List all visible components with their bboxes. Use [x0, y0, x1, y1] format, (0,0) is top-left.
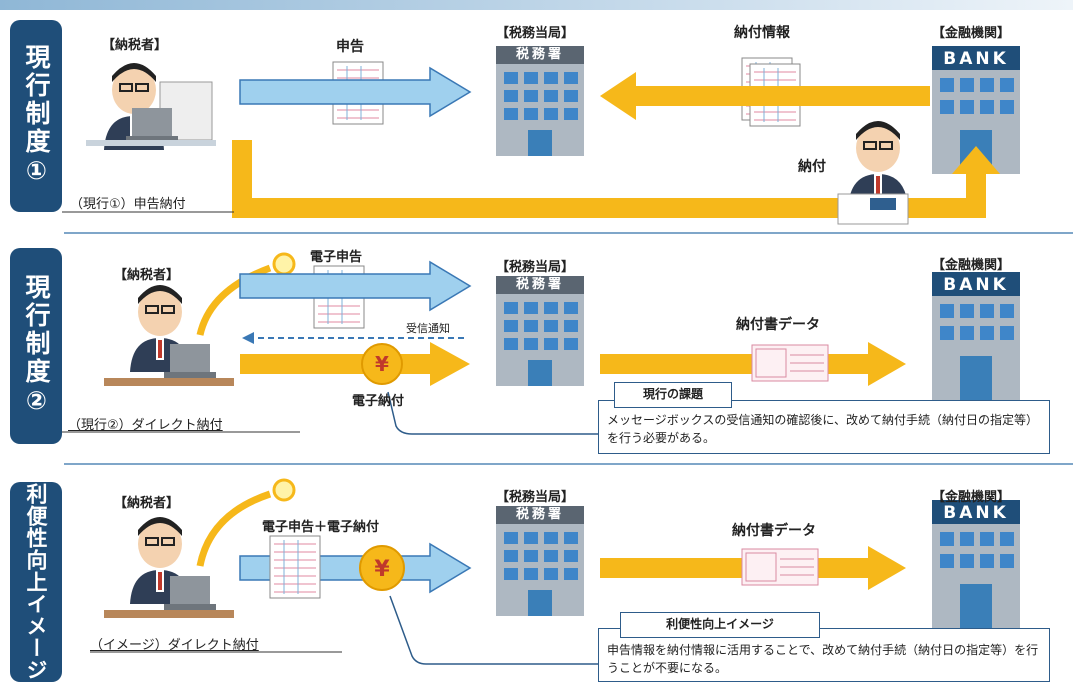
signal-burst-icon [272, 478, 296, 502]
callout-line [389, 595, 600, 665]
filing-label: 申告 [336, 39, 364, 55]
upload-curve [196, 490, 272, 567]
bank-org-label: 【金融機関】 [932, 490, 1011, 505]
taxpayer-illustration [86, 62, 216, 151]
bank-sign: BANK [943, 503, 1009, 523]
upload-curve [196, 264, 272, 336]
e-filing-label: 電子申告 [310, 250, 363, 265]
improvement-note-box: 申告情報を納付情報に活用することで、改めて納付手続（納付日の指定等）を行うことが… [598, 628, 1050, 682]
side-tab-current-1: 現行制度① [10, 20, 62, 212]
payment-data-label: 納付書データ [736, 317, 820, 333]
payment-info-arrow [600, 72, 930, 120]
authority-label: 【税務当局】 [496, 490, 575, 505]
top-banner [0, 0, 1073, 10]
section-divider [64, 232, 1073, 234]
side-tab-current-2: 現行制度② [10, 248, 62, 444]
section-divider [64, 463, 1073, 465]
e-payment-arrow [240, 342, 470, 386]
payment-data-label: 納付書データ [732, 523, 816, 539]
e-payment-label: 電子納付 [352, 394, 405, 409]
notice-label: 受信通知 [406, 322, 450, 335]
payment-route-arrow [232, 140, 1000, 218]
issue-note-title: 現行の課題 [614, 382, 732, 408]
e-filing-document [269, 535, 321, 599]
taxpayer-illustration [104, 284, 234, 386]
row-caption: （現行②）ダイレクト納付 [68, 418, 223, 433]
authority-label: 【税務当局】 [496, 260, 575, 275]
counter-payment-illustration [837, 120, 909, 225]
bank-org-label: 【金融機関】 [932, 26, 1011, 41]
notice-arrowhead [242, 332, 254, 344]
taxpayer-label: 【納税者】 [102, 38, 168, 53]
signal-burst-icon [272, 252, 296, 276]
taxpayer-illustration [104, 516, 234, 618]
taxpayer-label: 【納税者】 [114, 268, 180, 283]
issue-note-box: メッセージボックスの受信通知の確認後に、改めて納付手続（納付日の指定等）を行う必… [598, 400, 1050, 454]
tax-office-sign: 税務署 [515, 507, 564, 522]
yen-coin-icon [361, 343, 403, 385]
row-caption: （イメージ）ダイレクト納付 [90, 638, 259, 653]
e-filing-arrow [239, 260, 472, 312]
payment-label: 納付 [798, 159, 826, 175]
improvement-note-title: 利便性向上イメージ [620, 612, 820, 638]
tax-office-sign: 税務署 [515, 47, 564, 62]
callout-line [387, 391, 598, 435]
taxpayer-label: 【納税者】 [114, 496, 180, 511]
side-tab-improvement: 利便性向上イメージ [10, 482, 62, 682]
row-caption: （現行①）申告納付 [70, 197, 186, 212]
payment-slip-image [751, 344, 829, 382]
payment-info-label: 納付情報 [734, 25, 790, 41]
bank-org-label: 【金融機関】 [932, 258, 1011, 273]
bank-sign: BANK [943, 275, 1009, 295]
tax-office-sign: 税務署 [515, 277, 564, 292]
yen-symbol: ¥ [374, 557, 390, 582]
combined-filing-label: 電子申告＋電子納付 [262, 520, 380, 535]
bank-sign: BANK [943, 49, 1009, 69]
yen-coin-icon [359, 545, 405, 591]
filing-arrow [239, 66, 472, 118]
yen-symbol: ¥ [375, 352, 389, 376]
payment-slip-image [741, 548, 819, 586]
authority-label: 【税務当局】 [496, 26, 575, 41]
